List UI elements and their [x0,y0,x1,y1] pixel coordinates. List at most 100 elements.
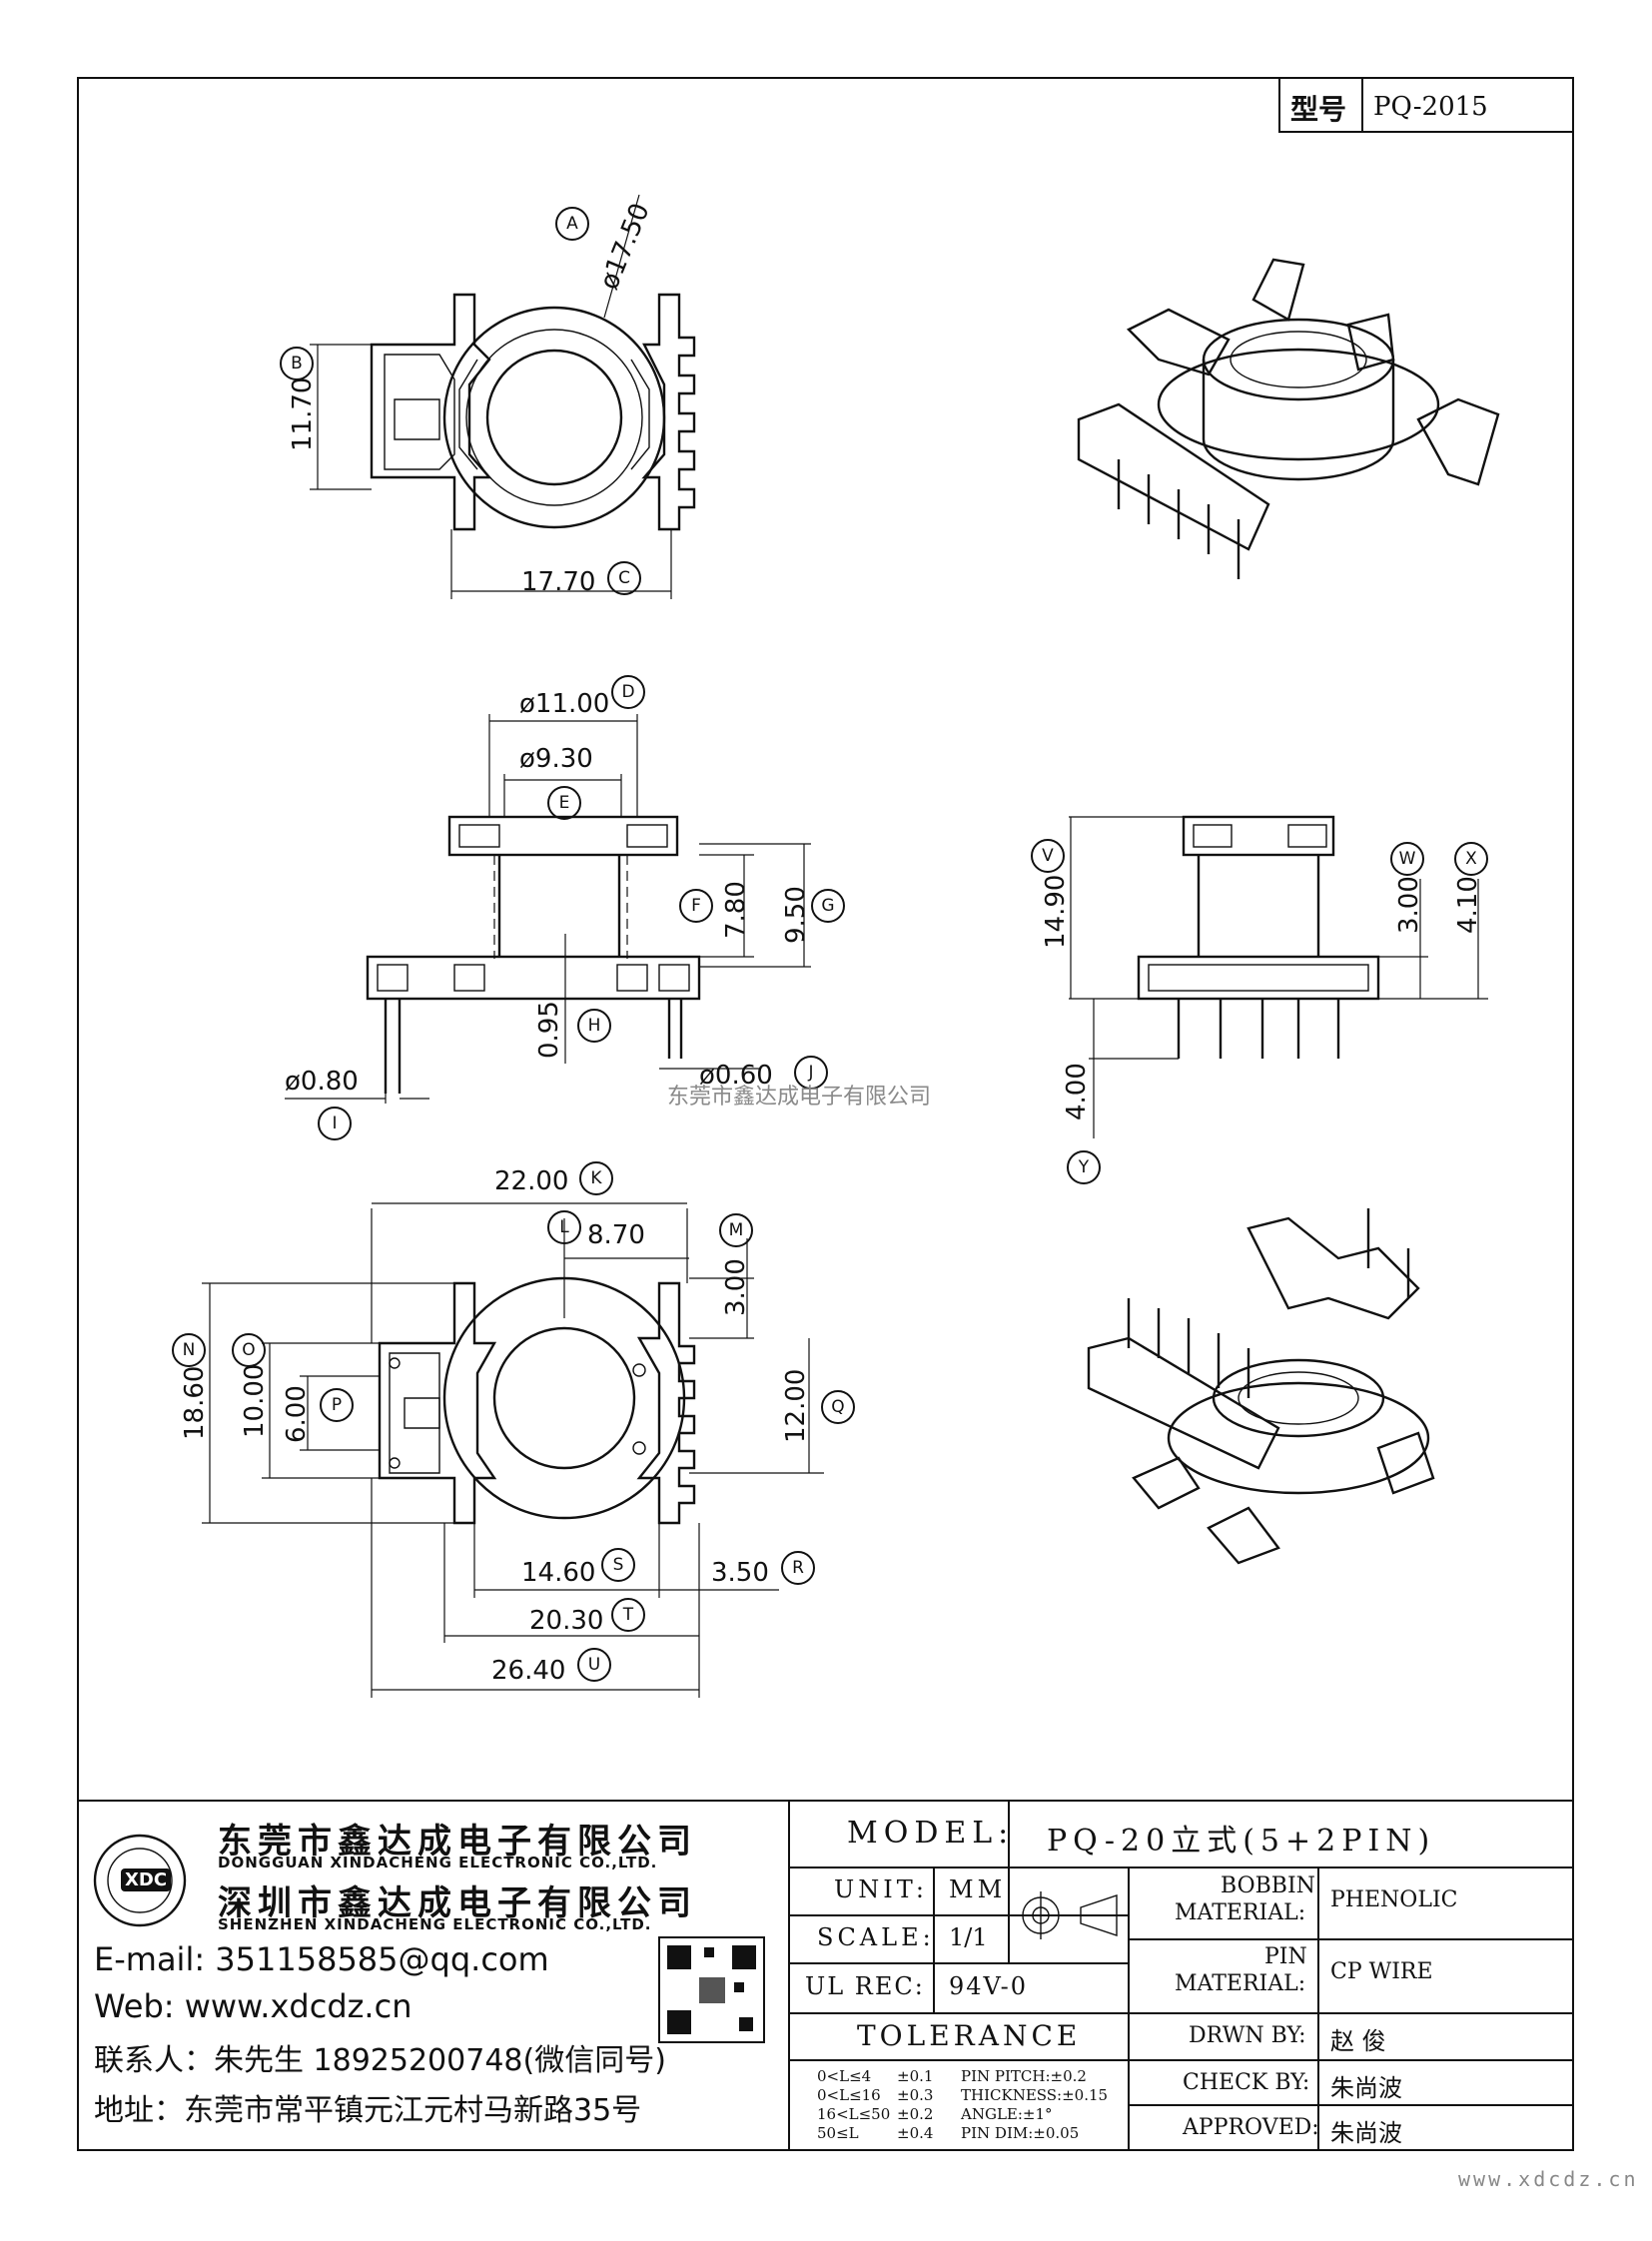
ulrec-value: 94V-0 [949,1972,1029,2000]
dim-F-value: 7.80 [721,881,751,939]
isometric-view-top [1077,258,1500,579]
company-web: Web: www.xdcdz.cn [94,1987,413,2025]
tol-row-2-range: 16<L≤50 [817,2105,891,2123]
dim-R-letter: R [781,1551,815,1585]
dim-N-letter: N [172,1333,206,1367]
dim-N-value: 18.60 [180,1365,210,1440]
company-logo-text: XDC [121,1868,172,1891]
bottom-view [378,1276,696,1525]
dim-B-value: 11.70 [288,376,318,451]
unit-label: UNIT: [834,1875,928,1903]
qr-code [658,1936,765,2043]
model-label: MODEL: [847,1816,1015,1851]
dim-K-value: 22.00 [494,1166,569,1196]
dim-D-letter: D [611,675,645,709]
drawn-label: DRWN BY: [1189,2023,1306,2048]
dim-T-letter: T [611,1598,645,1632]
model-tag-box [1278,77,1574,133]
dim-S-letter: S [601,1548,635,1582]
dim-J-value: ø0.60 [699,1061,773,1091]
dim-I-letter: I [318,1107,352,1140]
dim-H-letter: H [577,1009,611,1043]
dim-H-value: 0.95 [534,1001,564,1059]
approved-value: 朱尚波 [1330,2119,1402,2147]
dim-M-value: 3.00 [721,1258,751,1316]
dim-U-letter: U [577,1648,611,1682]
tol-row-2-tol: ±0.2 [897,2105,934,2123]
company-name-sz-en: SHENZHEN XINDACHENG ELECTRONIC CO.,LTD. [218,1915,652,1933]
dim-X-value: 4.10 [1453,876,1483,934]
drawn-value: 赵 俊 [1330,2027,1386,2055]
bobbin-label-2: MATERIAL: [1175,1900,1306,1925]
front-view [366,815,701,1094]
model-tag-label: 型号 [1290,93,1347,126]
pin-value: CP WIRE [1330,1959,1433,1984]
scale-value: 1/1 [949,1923,988,1951]
dim-Q-letter: Q [821,1390,855,1424]
dim-F-letter: F [679,889,713,923]
dim-D-value: ø11.00 [519,689,610,719]
dim-J-letter: J [794,1056,828,1090]
dim-X-letter: X [1454,842,1488,876]
check-label: CHECK BY: [1183,2070,1310,2095]
dim-G-value: 9.50 [781,886,811,944]
dim-M-letter: M [719,1213,753,1247]
tol-row-1-tol: ±0.3 [897,2086,934,2104]
tol-row-3-tol: ±0.4 [897,2124,934,2142]
approved-label: APPROVED: [1183,2115,1319,2140]
dim-V-value: 14.90 [1041,874,1071,949]
dim-I-value: ø0.80 [285,1067,359,1097]
dim-Y-value: 4.00 [1062,1063,1092,1120]
dim-O-value: 10.00 [240,1363,270,1438]
tol-row-1-range: 0<L≤16 [817,2086,881,2104]
bobbin-value: PHENOLIC [1330,1887,1458,1912]
dim-V-letter: V [1031,839,1065,873]
unit-value: MM [949,1875,1007,1903]
dim-W-letter: W [1390,842,1424,876]
drawing-frame [77,77,1574,2151]
dim-P-value: 6.00 [282,1385,312,1443]
tol-row-3-extra: PIN DIM:±0.05 [961,2124,1080,2142]
dim-R-value: 3.50 [711,1558,769,1588]
tol-row-2-extra: ANGLE:±1° [961,2105,1053,2123]
company-address: 地址：东莞市常平镇元江元村马新路35号 [94,2093,642,2128]
dim-C-letter: C [607,561,641,595]
tol-row-1-extra: THICKNESS:±0.15 [961,2086,1109,2104]
footer-url: www.xdcdz.cn [1458,2167,1639,2191]
dim-E-letter: E [547,786,581,820]
dim-O-letter: O [232,1333,266,1367]
model-tag-value: PQ-2015 [1373,92,1488,122]
dim-K-letter: K [579,1161,613,1195]
dim-A-letter: A [555,207,589,241]
model-value: PQ-20立式(5+2PIN) [1047,1824,1436,1859]
company-name-sz: 深圳市鑫达成电子有限公司 [218,1883,697,1923]
dim-E-value: ø9.30 [519,744,593,774]
tol-row-3-range: 50≤L [817,2124,859,2142]
check-value: 朱尚波 [1330,2074,1402,2102]
dim-U-value: 26.40 [491,1656,566,1686]
top-view [370,293,696,531]
ulrec-label: UL REC: [805,1972,925,2000]
dim-Q-value: 12.00 [781,1368,811,1443]
side-view [1137,815,1380,1059]
watermark-center: 东莞市鑫达成电子有限公司 [667,1085,932,1110]
dim-G-letter: G [811,889,845,923]
dim-S-value: 14.60 [521,1558,596,1588]
company-contact: 联系人：朱先生 18925200748(微信同号) [94,2043,666,2078]
dim-L-value: 8.70 [587,1220,645,1250]
company-name-dg-en: DONGGUAN XINDACHENG ELECTRONIC CO.,LTD. [218,1854,658,1871]
dim-C-value: 17.70 [521,567,596,597]
dim-L-letter: L [547,1210,581,1244]
isometric-view-bottom [1087,1208,1435,1565]
company-logo [93,1834,187,1927]
dim-Y-letter: Y [1067,1150,1101,1184]
dim-T-value: 20.30 [529,1606,604,1636]
tolerance-label: TOLERANCE [857,2019,1082,2052]
company-email: E-mail: 351158585@qq.com [94,1940,549,1978]
dim-B-letter: B [280,347,314,380]
dim-W-value: 3.00 [1394,876,1424,934]
tol-row-0-range: 0<L≤4 [817,2067,872,2085]
tol-row-0-extra: PIN PITCH:±0.2 [961,2067,1087,2085]
scale-label: SCALE: [817,1923,935,1951]
